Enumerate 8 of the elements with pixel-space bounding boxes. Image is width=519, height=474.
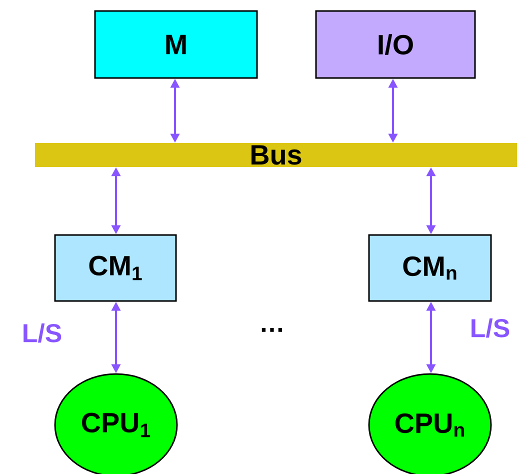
bus-bar: Bus <box>35 142 517 167</box>
memory-box: M <box>94 10 258 79</box>
ellipsis-label: … <box>262 328 282 332</box>
io-box: I/O <box>315 10 476 79</box>
edge-label: L/S <box>24 323 62 343</box>
edge-label: L/S <box>472 318 510 338</box>
cache-box: CM$_{n}$ <box>368 234 492 302</box>
cache-box: CM$_{1}$ <box>54 234 177 302</box>
